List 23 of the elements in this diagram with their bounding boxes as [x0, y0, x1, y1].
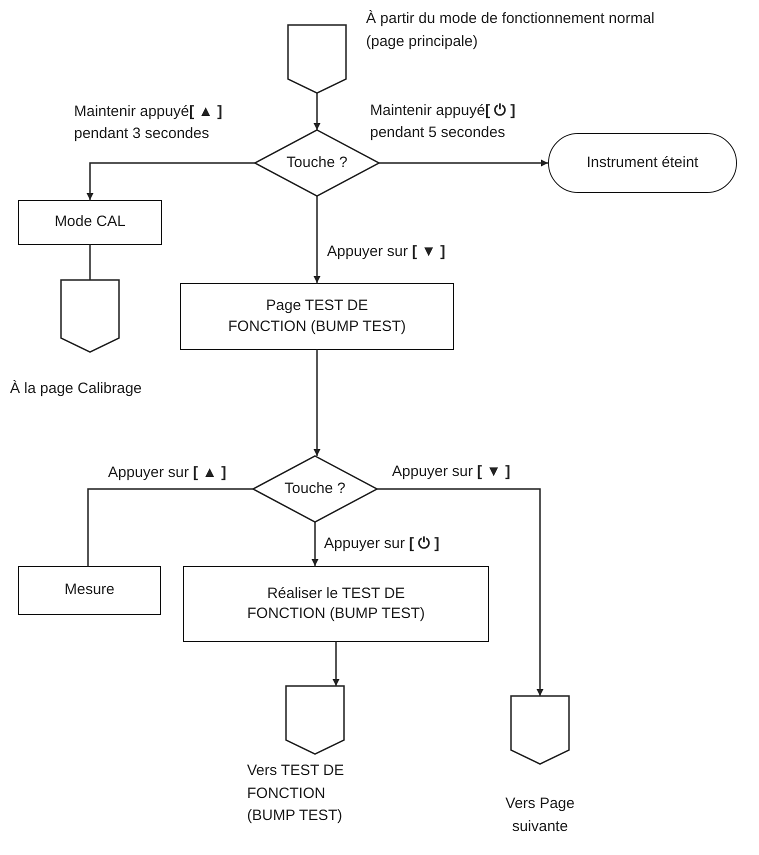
node-label: Touche ? [284, 478, 346, 499]
connector-caption: À partir du mode de fonctionnement normal (page principale) [366, 9, 656, 52]
arrow [377, 488, 544, 696]
arrow [314, 93, 320, 130]
node-label: Réaliser le TEST DE FONCTION (BUMP TEST) [246, 584, 426, 624]
node-label: Mode CAL [54, 212, 126, 232]
connector-caption: À la page Calibrage [10, 379, 143, 399]
process-box [183, 566, 489, 642]
arrow [379, 160, 548, 166]
node-label: Mesure [64, 580, 115, 600]
process-box [18, 566, 161, 615]
connector-caption: Vers Page suivante [505, 794, 575, 836]
arrow [312, 522, 318, 566]
node-label: Page TEST DE FONCTION (BUMP TEST) [227, 296, 407, 336]
arrow [86, 162, 255, 200]
arrow [314, 196, 320, 283]
process-box [18, 200, 162, 245]
node-label: Instrument éteint [586, 152, 698, 173]
process-box [180, 283, 454, 350]
connector-caption: Vers TEST DE FONCTION (BUMP TEST) [247, 761, 345, 826]
arrow [314, 350, 320, 456]
node-label: Touche ? [286, 152, 348, 173]
arrow [332, 642, 340, 686]
